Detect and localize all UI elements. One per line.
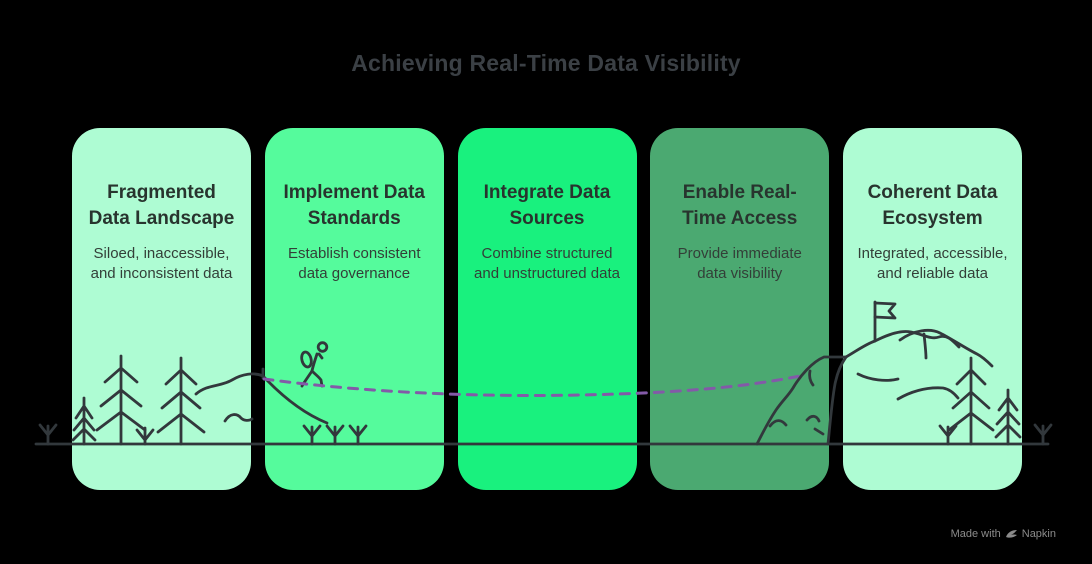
sprout-icon bbox=[1033, 423, 1053, 446]
card-heading: Fragmented Data Landscape bbox=[88, 182, 235, 229]
credit-brand: Napkin bbox=[1021, 528, 1056, 540]
sprout-icon bbox=[38, 423, 58, 446]
card-description: Provide immediate data visibility bbox=[677, 245, 802, 282]
card-description: Combine structured and unstructured data bbox=[474, 245, 620, 282]
card-heading: Coherent Data Ecosystem bbox=[867, 182, 998, 229]
napkin-quill-icon bbox=[1005, 529, 1017, 538]
page-title: Achieving Real-Time Data Visibility bbox=[351, 50, 741, 76]
card-heading: Implement Data Standards bbox=[283, 182, 425, 229]
card-description: Integrated, accessible, and reliable dat… bbox=[857, 245, 1008, 282]
card-heading: Enable Real- Time Access bbox=[682, 182, 798, 229]
card-enable-real-time-access: Enable Real- Time Access Provide immedia… bbox=[650, 128, 830, 490]
stage-cards: Fragmented Data Landscape Siloed, inacce… bbox=[72, 128, 1022, 490]
card-description: Establish consistent data governance bbox=[287, 245, 421, 282]
card-heading: Integrate Data Sources bbox=[483, 182, 611, 229]
card-integrate-data-sources: Integrate Data Sources Combine structure… bbox=[457, 128, 637, 490]
card-fragmented-data-landscape: Fragmented Data Landscape Siloed, inacce… bbox=[72, 128, 251, 490]
card-coherent-data-ecosystem: Coherent Data Ecosystem Integrated, acce… bbox=[843, 128, 1022, 490]
credit-badge[interactable]: Made with Napkin bbox=[951, 528, 1056, 540]
card-implement-data-standards: Implement Data Standards Establish consi… bbox=[264, 128, 444, 490]
credit-text: Made with bbox=[950, 528, 1001, 540]
card-description: Siloed, inaccessible, and inconsistent d… bbox=[90, 245, 233, 282]
